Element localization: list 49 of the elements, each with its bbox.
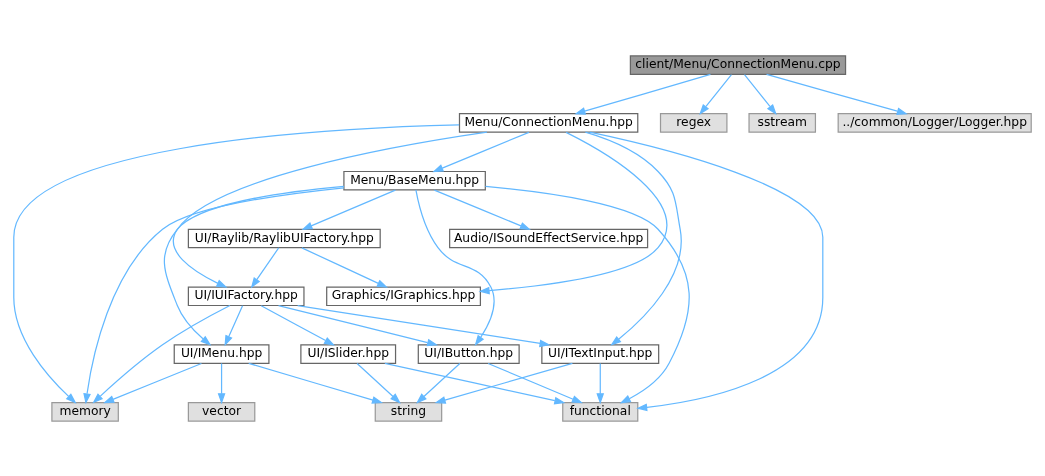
arrow — [250, 246, 280, 288]
arrow — [301, 246, 388, 288]
arrow — [765, 73, 908, 115]
arrow — [574, 73, 712, 115]
node-box: UI/Raylib/RaylibUIFactory.hpp — [187, 228, 381, 248]
arrow — [596, 362, 605, 404]
arrow — [248, 362, 384, 404]
node-box: ../common/Logger/Logger.hpp — [837, 112, 1032, 133]
arrow — [103, 362, 203, 403]
node-box: string — [374, 401, 443, 422]
arrow — [277, 304, 439, 346]
node-box: Graphics/IGraphics.hpp — [326, 285, 481, 306]
arrow — [415, 188, 495, 346]
arrow — [384, 362, 566, 404]
arrow — [584, 131, 682, 346]
node-box: UI/IMenu.hpp — [173, 343, 270, 364]
node-box: Audio/ISoundEffectService.hpp — [449, 228, 649, 248]
node-box: UI/ITextInput.hpp — [541, 343, 660, 364]
node-box: Menu/ConnectionMenu.hpp — [458, 112, 639, 133]
arrow — [699, 73, 733, 115]
node-box: UI/IUIFactory.hpp — [187, 285, 305, 306]
arrow — [416, 362, 461, 404]
arrow — [83, 186, 345, 404]
arrow — [356, 362, 401, 404]
arrow — [217, 362, 226, 404]
arrow — [589, 131, 824, 411]
node-box: memory — [51, 401, 119, 422]
arrow — [163, 185, 345, 346]
arrow — [433, 189, 531, 230]
node-box: functional — [562, 401, 639, 422]
arrow — [434, 362, 573, 404]
arrow — [260, 304, 336, 346]
node-box: UI/IButton.hpp — [417, 343, 520, 364]
node-box: vector — [187, 401, 256, 422]
node-box: UI/ISlider.hpp — [300, 343, 397, 364]
node-box: regex — [659, 112, 728, 133]
arrow — [301, 189, 396, 230]
arrow — [743, 73, 777, 115]
arrow — [484, 185, 690, 403]
arrow — [432, 131, 530, 172]
arrow — [13, 123, 460, 404]
arrow — [224, 304, 244, 346]
arrow — [487, 362, 583, 403]
node-box: client/Menu/ConnectionMenu.cpp — [629, 54, 847, 75]
arrow — [478, 131, 668, 294]
arrow — [92, 304, 231, 404]
arrow — [297, 304, 551, 347]
node-box: sstream — [748, 112, 817, 133]
node-box: Menu/BaseMenu.hpp — [343, 170, 486, 191]
